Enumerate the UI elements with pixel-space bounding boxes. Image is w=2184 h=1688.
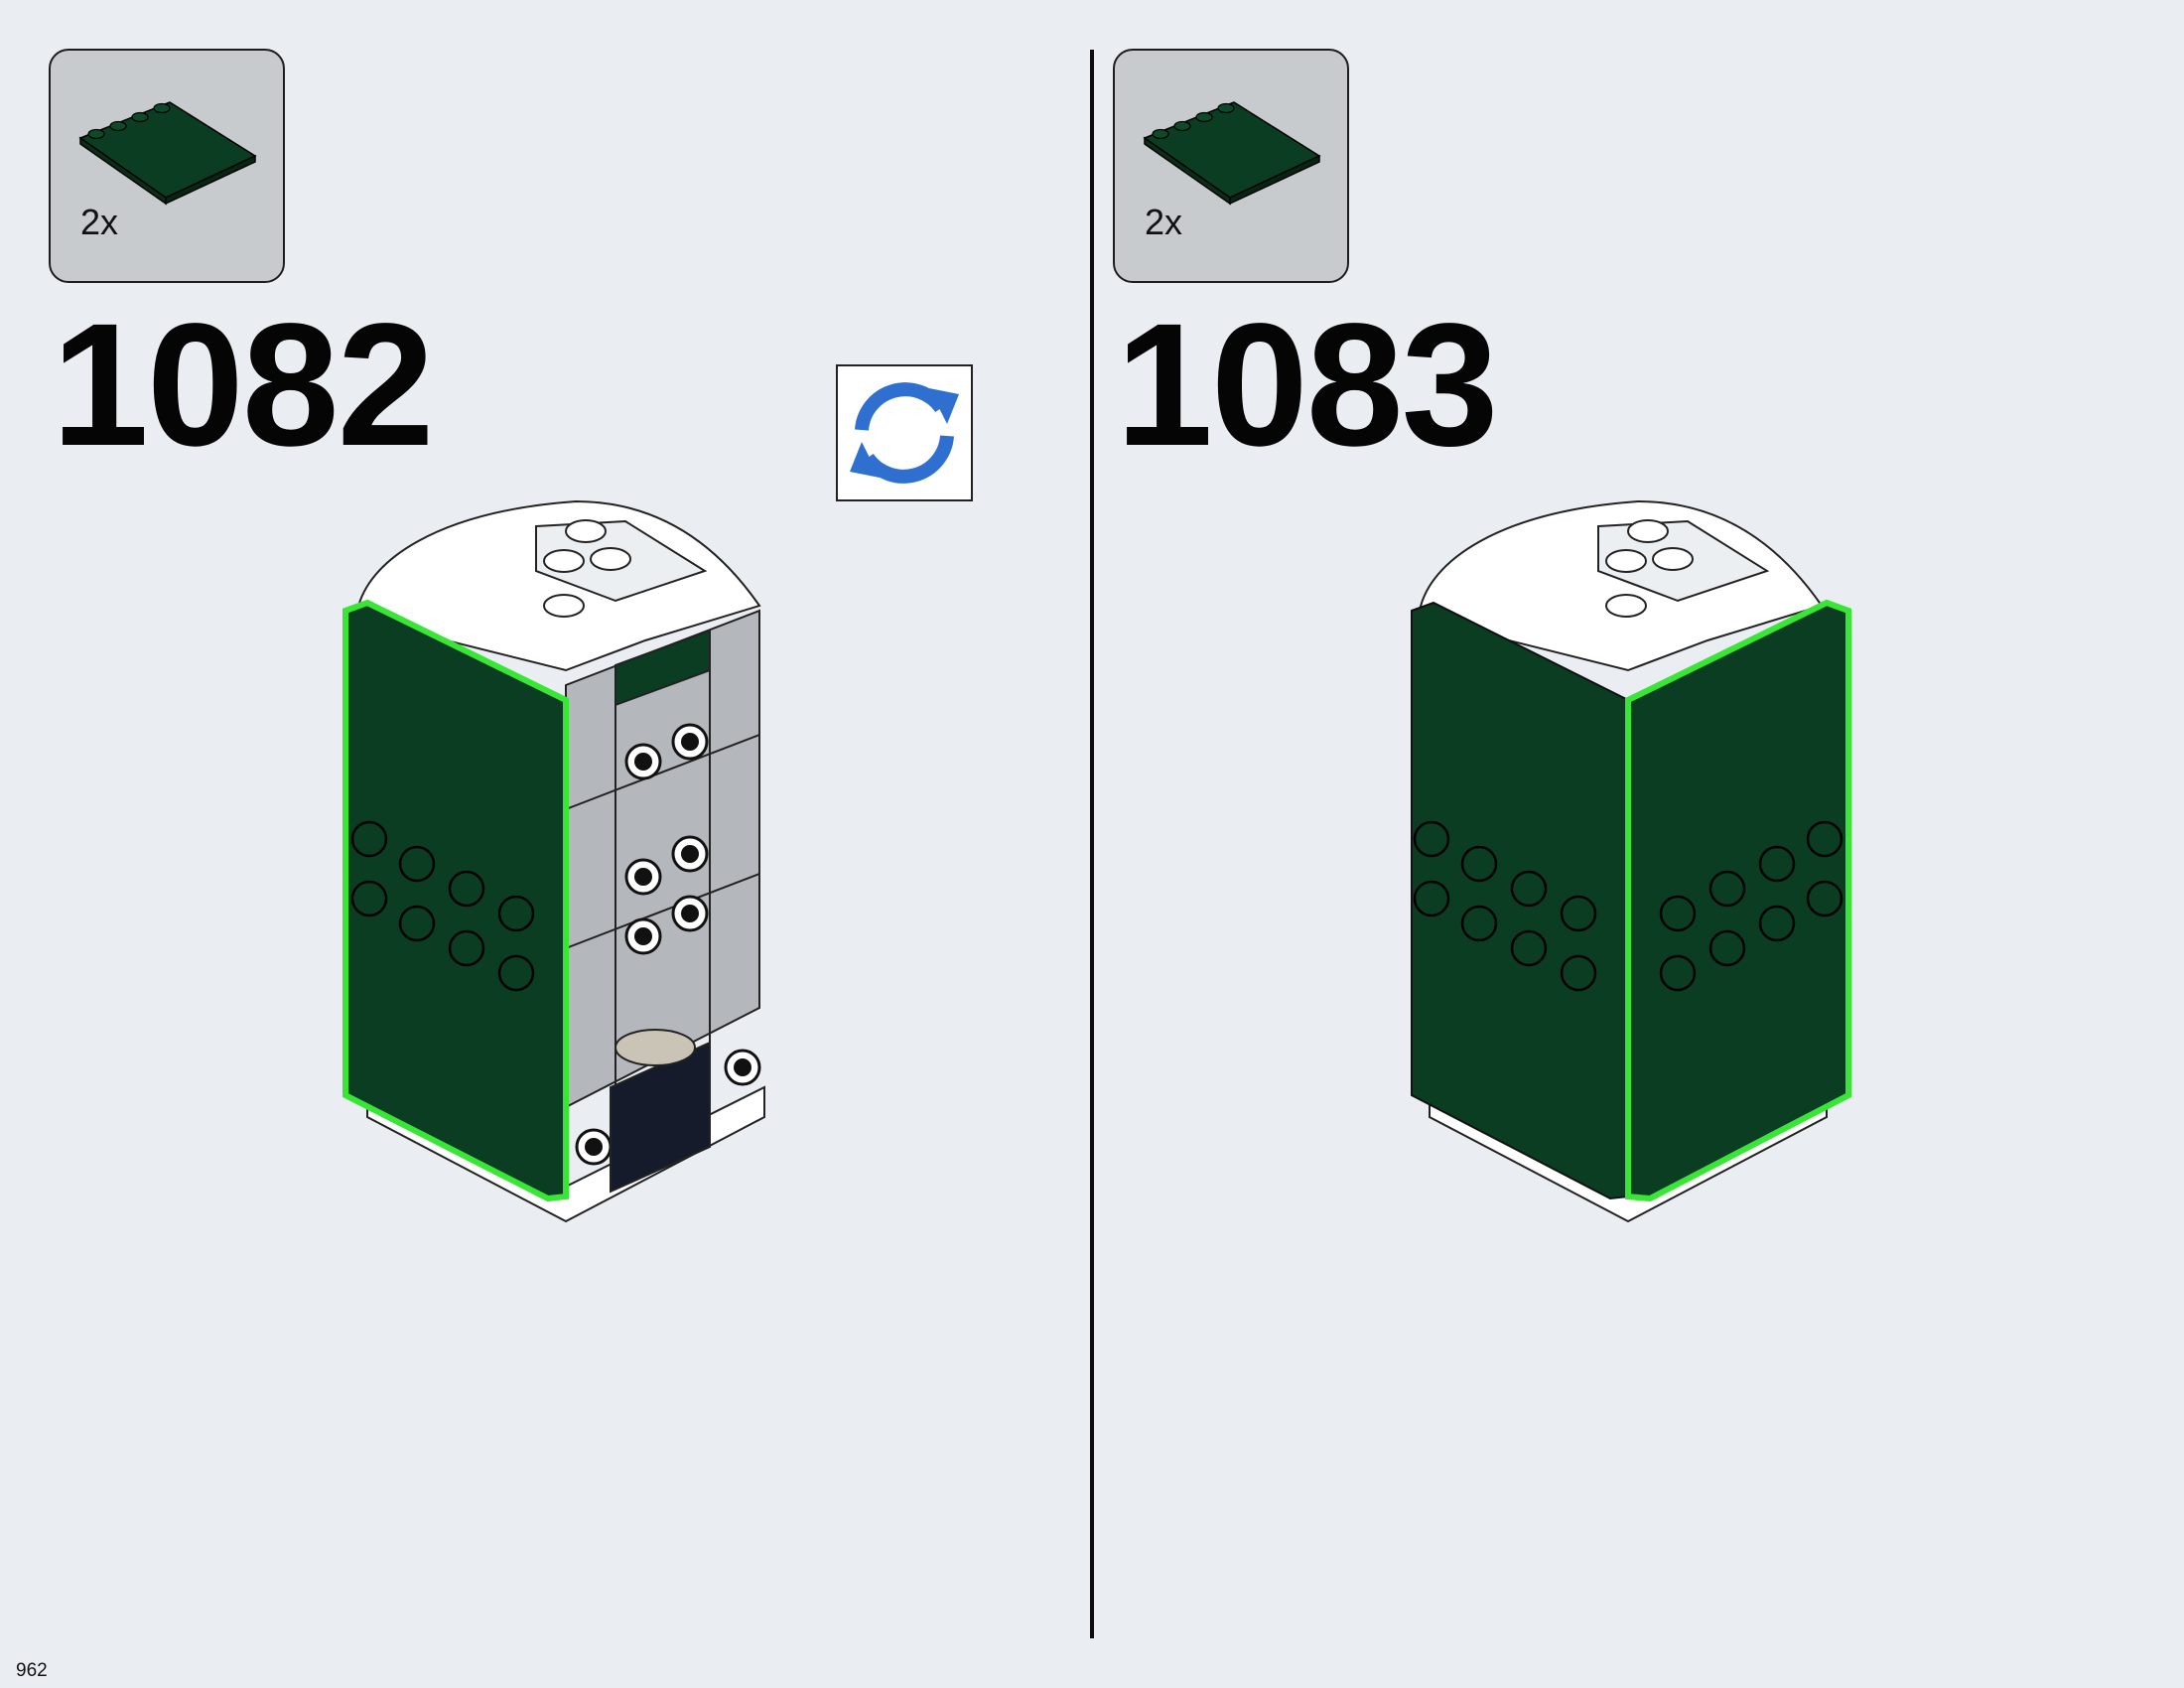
green-tile-4x4-icon xyxy=(78,101,257,206)
model-illustration-1082 xyxy=(342,499,765,1223)
step-number-1083: 1083 xyxy=(1116,288,1499,483)
rotate-model-callout xyxy=(836,364,973,501)
step-number-1082: 1082 xyxy=(52,288,435,483)
rotate-model-icon xyxy=(850,382,959,484)
model-illustration-1083 xyxy=(1411,499,1851,1223)
page-number: 962 xyxy=(16,1660,48,1681)
parts-callout-1083: 2x xyxy=(1113,49,1349,283)
green-tile-4x4-icon xyxy=(1143,101,1321,206)
parts-callout-1082: 2x xyxy=(49,49,285,283)
part-quantity: 2x xyxy=(1145,202,1183,242)
page-divider xyxy=(1090,50,1094,1638)
part-quantity: 2x xyxy=(80,202,119,242)
